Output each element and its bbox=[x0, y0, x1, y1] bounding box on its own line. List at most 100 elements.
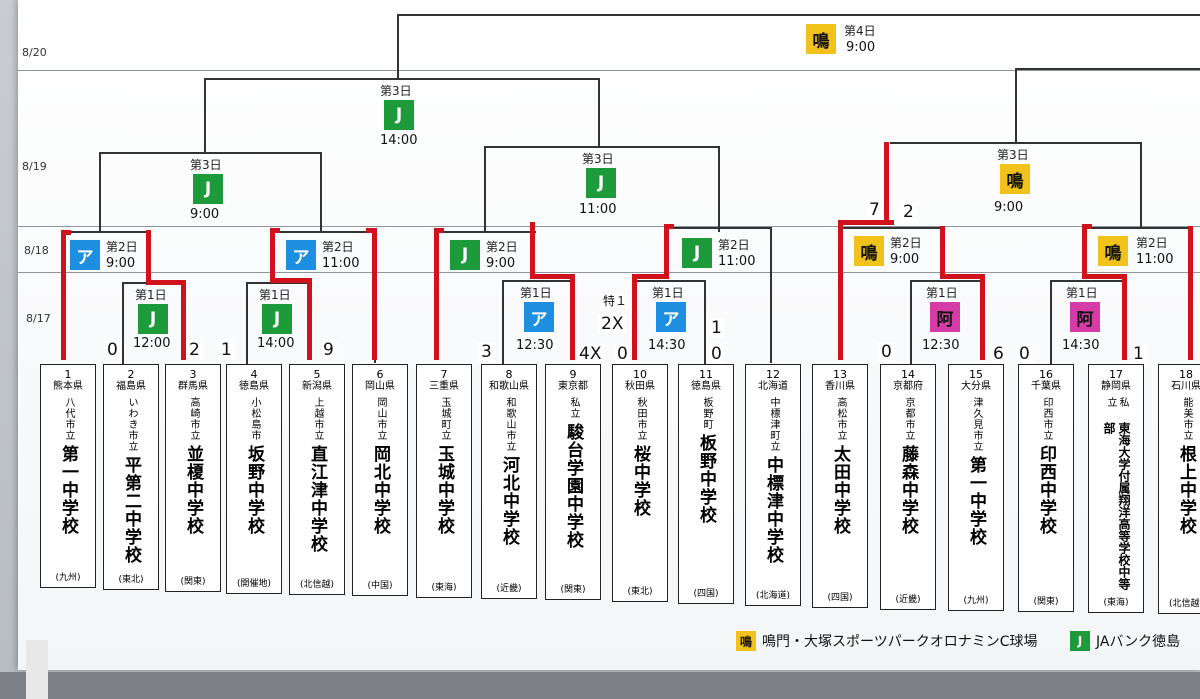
team-number: 10 bbox=[633, 368, 647, 381]
winner-path bbox=[632, 274, 669, 279]
team-region: (東海) bbox=[431, 583, 457, 593]
team-city: 八代市立 bbox=[63, 397, 74, 441]
team-prefecture: 群馬県 bbox=[178, 381, 208, 392]
team-city: 私立 bbox=[568, 397, 579, 419]
match-time: 11:00 bbox=[718, 254, 756, 269]
score-label: 1 bbox=[1130, 344, 1147, 364]
winner-path bbox=[270, 228, 280, 233]
bracket-line bbox=[718, 146, 720, 232]
date-label: 8/19 bbox=[22, 160, 47, 173]
team-prefecture: 徳島県 bbox=[239, 381, 269, 392]
match-time: 9:00 bbox=[106, 256, 136, 271]
team-city: 上越市立 bbox=[312, 397, 323, 441]
team-prefecture: 大分県 bbox=[961, 381, 991, 392]
match-time: 11:00 bbox=[579, 202, 617, 217]
team-name: 坂野中学校 bbox=[244, 445, 264, 535]
venue-badge: 鳴 bbox=[736, 631, 756, 651]
winner-path bbox=[1082, 274, 1126, 279]
legend-text: 鳴門・大塚スポーツパークオロナミンC球場 bbox=[762, 634, 1038, 650]
team-number: 2 bbox=[127, 368, 135, 381]
bracket-line bbox=[666, 227, 772, 229]
winner-path bbox=[434, 228, 444, 233]
team-number: 8 bbox=[505, 368, 513, 381]
bracket-line bbox=[1015, 68, 1017, 142]
venue-badge: J bbox=[193, 174, 223, 204]
score-label: 1 bbox=[218, 340, 235, 360]
venue-badge: ア bbox=[70, 240, 100, 270]
team-city: 高崎市立 bbox=[188, 397, 199, 441]
team-region: (中国) bbox=[367, 581, 393, 591]
team-number: 15 bbox=[969, 368, 983, 381]
team-city: 私立 bbox=[1105, 397, 1128, 408]
match-day: 第4日 bbox=[844, 24, 876, 38]
winner-path bbox=[838, 222, 843, 360]
team-region: (九州) bbox=[55, 573, 81, 583]
team-city: 玉城町立 bbox=[439, 397, 450, 441]
team-city: 岡山市立 bbox=[375, 397, 386, 441]
venue-badge: J bbox=[682, 238, 712, 268]
team-region: (関東) bbox=[1033, 597, 1059, 607]
team-card: 1 熊本県 八代市立 第一中学校 (九州) bbox=[40, 364, 96, 588]
match-day: 第1日 bbox=[259, 288, 291, 302]
bracket-line bbox=[246, 282, 248, 364]
team-prefecture: 福島県 bbox=[116, 381, 146, 392]
team-city: 能美市立 bbox=[1181, 397, 1192, 441]
winner-path bbox=[146, 230, 151, 284]
team-name: 中標津中学校 bbox=[763, 456, 783, 564]
match-day: 第3日 bbox=[190, 158, 222, 172]
team-number: 6 bbox=[376, 368, 384, 381]
score-label: 2X bbox=[598, 314, 627, 334]
winner-path bbox=[1188, 226, 1193, 360]
match-day: 第3日 bbox=[582, 152, 614, 166]
venue-badge: 鳴 bbox=[806, 24, 836, 54]
team-number: 1 bbox=[64, 368, 72, 381]
match-day: 第2日 bbox=[1136, 236, 1168, 250]
bracket-line bbox=[598, 78, 600, 146]
match-time: 14:00 bbox=[380, 133, 418, 148]
match-day: 第2日 bbox=[890, 236, 922, 250]
legend-item: 鳴 鳴門・大塚スポーツパークオロナミンC球場 bbox=[736, 628, 1038, 654]
winner-path bbox=[530, 274, 574, 279]
score-label: 9 bbox=[320, 340, 337, 360]
score-label: 特１ bbox=[600, 294, 631, 308]
team-card: 15 大分県 津久見市立 第一中学校 (九州) bbox=[948, 364, 1004, 611]
team-prefecture: 三重県 bbox=[429, 381, 459, 392]
team-region: (開催地) bbox=[236, 579, 272, 589]
team-card: 8 和歌山県 和歌山市立 河北中学校 (近畿) bbox=[481, 364, 537, 599]
match-time: 12:30 bbox=[922, 338, 960, 353]
winner-path bbox=[940, 226, 945, 278]
score-label: 4X bbox=[576, 344, 605, 364]
team-name: 岡北中学校 bbox=[370, 445, 390, 535]
date-label: 8/17 bbox=[26, 312, 51, 325]
team-prefecture: 熊本県 bbox=[53, 381, 83, 392]
team-name: 藤森中学校 bbox=[898, 445, 918, 535]
team-region: (近畿) bbox=[895, 595, 921, 605]
team-card: 9 東京都 私立 駿台学園中学校 (関東) bbox=[545, 364, 601, 600]
winner-path bbox=[181, 280, 186, 360]
winner-path bbox=[1122, 274, 1127, 360]
winner-path bbox=[884, 142, 889, 224]
team-region: (四国) bbox=[827, 593, 853, 603]
winner-path bbox=[307, 278, 312, 360]
score-label: 6 bbox=[990, 344, 1007, 364]
team-number: 9 bbox=[569, 368, 577, 381]
bracket-line bbox=[397, 14, 399, 78]
match-day: 第2日 bbox=[486, 240, 518, 254]
team-region: (東海) bbox=[1103, 598, 1129, 608]
bracket-line bbox=[910, 280, 984, 282]
venue-badge: J bbox=[450, 240, 480, 270]
match-day: 第2日 bbox=[718, 238, 750, 252]
team-region: (関東) bbox=[560, 585, 586, 595]
legend-text: JAバンク徳島 bbox=[1096, 634, 1181, 650]
team-name: 玉城中学校 bbox=[434, 445, 454, 535]
day-line bbox=[18, 70, 1200, 71]
team-number: 17 bbox=[1109, 368, 1123, 381]
team-name: 並榎中学校 bbox=[183, 445, 203, 535]
date-label: 8/20 bbox=[22, 46, 47, 59]
team-name: 桜中学校 bbox=[630, 445, 650, 517]
score-label: 2 bbox=[900, 202, 917, 222]
winner-path bbox=[270, 230, 275, 282]
winner-path bbox=[664, 226, 669, 278]
team-region: (関東) bbox=[180, 577, 206, 587]
score-label: 0 bbox=[878, 342, 895, 362]
